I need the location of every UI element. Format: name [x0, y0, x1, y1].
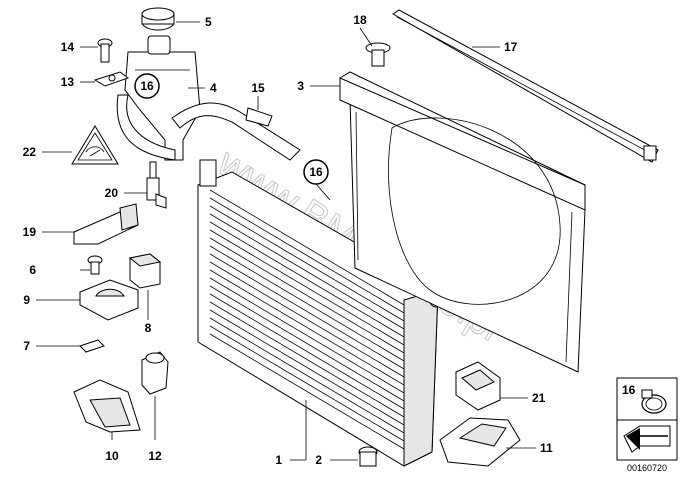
air-duct-10	[73, 379, 141, 433]
callout-2: 2	[315, 453, 322, 467]
expansion-tank	[116, 35, 201, 161]
rubber-mount-8	[128, 253, 162, 289]
svg-text:16: 16	[140, 79, 154, 93]
callout-8: 8	[145, 321, 152, 335]
callout-21: 21	[532, 391, 546, 405]
circled-callout-16-hose: 16	[303, 159, 329, 185]
arrow-icon	[623, 425, 671, 453]
callout-10: 10	[105, 449, 119, 463]
callout-12: 12	[148, 449, 162, 463]
circled-callout-16-tank: 16	[134, 73, 160, 99]
callout-15: 15	[251, 81, 265, 95]
clip-7	[79, 339, 105, 353]
legend-box: 16	[616, 377, 678, 461]
callout-11: 11	[540, 441, 553, 455]
coolant-hose	[171, 102, 301, 161]
callout-6: 6	[29, 263, 36, 277]
expanding-rivet-18	[365, 42, 391, 67]
callout-18: 18	[353, 13, 367, 27]
callout-5: 5	[205, 15, 212, 29]
diagram-number: 00160720	[627, 463, 667, 473]
callout-7: 7	[23, 339, 30, 353]
air-guide-21	[455, 361, 501, 411]
leader-lines	[36, 21, 536, 461]
bracket-13	[93, 71, 130, 87]
warning-label	[71, 125, 119, 165]
legend-label: 16	[622, 383, 636, 397]
svg-text:16: 16	[309, 165, 323, 179]
rubber-strip	[392, 9, 659, 163]
callout-4: 4	[210, 81, 217, 95]
callout-13: 13	[61, 75, 75, 89]
holder-19	[73, 203, 139, 245]
sensor-20	[146, 161, 167, 209]
radiator	[197, 159, 444, 467]
fan-shroud	[339, 71, 586, 373]
bolt-6	[87, 255, 103, 275]
screw-14	[97, 38, 113, 63]
mount-9	[79, 279, 139, 321]
drain-plug-2	[358, 446, 378, 467]
callout-1: 1	[275, 453, 282, 467]
callout-20: 20	[105, 186, 119, 200]
callout-22: 22	[23, 145, 37, 159]
callout-labels: 1 2 3 4 5 6 7 8 9 10 11 12 13 14 15 17 1…	[23, 13, 553, 467]
hose-clamp-icon	[641, 389, 667, 414]
callout-17: 17	[504, 40, 518, 54]
callout-14: 14	[61, 40, 75, 54]
rubber-buffer-12	[141, 351, 169, 395]
callout-19: 19	[23, 225, 37, 239]
callout-9: 9	[23, 293, 30, 307]
air-duct-11	[439, 417, 521, 467]
tank-cap	[141, 7, 175, 31]
callout-3: 3	[297, 79, 304, 93]
